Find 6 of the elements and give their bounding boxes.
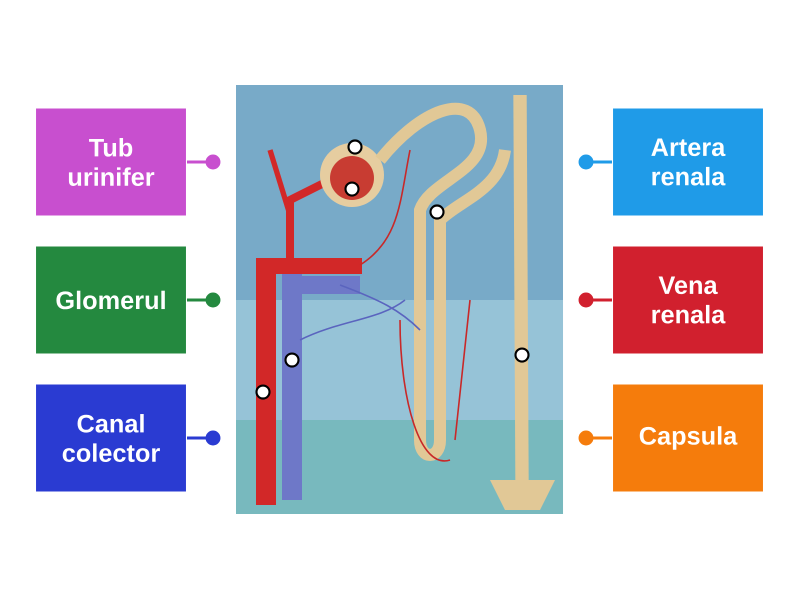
label-box: Tub urinifer (34, 107, 188, 217)
label-box: Canal colector (34, 383, 188, 493)
label-box: Vena renala (612, 245, 764, 355)
label-box: Artera renala (612, 107, 764, 217)
label-box: Capsula (612, 383, 764, 493)
label-box: Glomerul (34, 245, 188, 355)
